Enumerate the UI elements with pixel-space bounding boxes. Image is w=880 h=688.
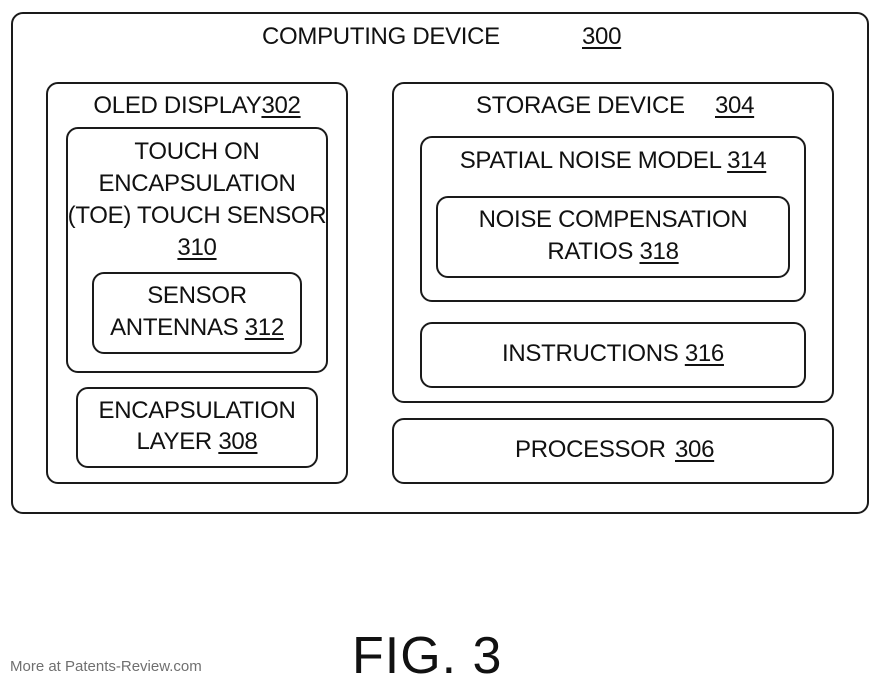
figure-caption: FIG. 3 xyxy=(352,627,503,685)
processor-box xyxy=(392,418,834,484)
noise-compensation-line2: RATIOS xyxy=(547,238,634,265)
storage-device-number: 304 xyxy=(715,92,755,119)
footer-text: More at Patents-Review.com xyxy=(10,658,202,675)
instructions-number: 316 xyxy=(684,340,724,367)
toe-sensor-line1: TOUCH ON xyxy=(134,138,260,165)
computing-device-number: 300 xyxy=(582,23,622,50)
spatial-noise-model-text: SPATIAL NOISE MODEL xyxy=(459,147,721,174)
encapsulation-layer-number: 308 xyxy=(218,428,258,455)
noise-compensation-ratios-box xyxy=(436,196,790,278)
sensor-antennas-box xyxy=(92,272,302,354)
processor-label: PROCESSOR xyxy=(515,436,666,463)
noise-compensation-line1: NOISE COMPENSATION xyxy=(478,206,748,233)
sensor-antennas-line2: ANTENNAS xyxy=(110,314,239,341)
oled-display-label: OLED DISPLAY302 xyxy=(47,90,347,122)
toe-sensor-line2: ENCAPSULATION xyxy=(98,170,296,197)
toe-sensor-number: 310 xyxy=(177,234,217,261)
spatial-noise-model-number: 314 xyxy=(727,147,767,174)
instructions-text: INSTRUCTIONS xyxy=(502,340,679,367)
toe-sensor-number-row: 310 xyxy=(66,232,328,264)
instructions-label: INSTRUCTIONS 316 xyxy=(420,338,806,370)
oled-display-number: 302 xyxy=(261,92,301,119)
noise-compensation-number: 318 xyxy=(639,238,679,265)
instructions-box xyxy=(420,322,806,388)
encapsulation-layer-line2: LAYER xyxy=(136,428,213,455)
encapsulation-layer-box xyxy=(76,387,318,468)
noise-compensation-line2-row: RATIOS 318 xyxy=(436,236,790,268)
sensor-antennas-line1: SENSOR xyxy=(147,282,247,309)
spatial-noise-model-label: SPATIAL NOISE MODEL 314 xyxy=(420,145,806,177)
encapsulation-layer-line1: ENCAPSULATION xyxy=(98,397,296,424)
storage-device-label: STORAGE DEVICE xyxy=(476,92,685,119)
processor-number: 306 xyxy=(675,436,715,463)
toe-sensor-line3: (TOE) TOUCH SENSOR xyxy=(67,202,327,229)
sensor-antennas-number: 312 xyxy=(244,314,284,341)
oled-display-text: OLED DISPLAY xyxy=(93,92,262,119)
encapsulation-layer-line2-row: LAYER 308 xyxy=(76,426,318,458)
computing-device-label: COMPUTING DEVICE xyxy=(262,23,500,50)
sensor-antennas-line2-row: ANTENNAS 312 xyxy=(92,312,302,344)
